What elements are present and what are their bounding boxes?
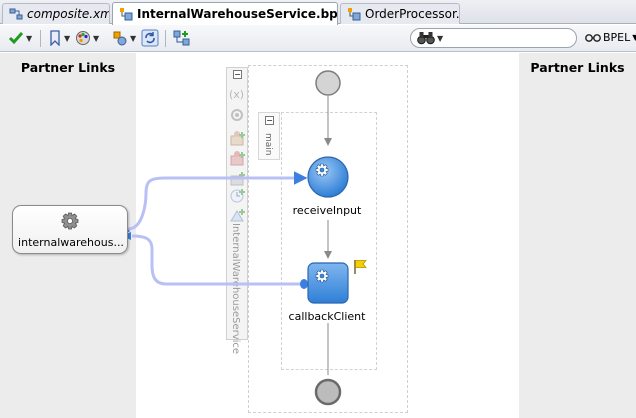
main-sequence-frame (281, 112, 377, 370)
deploy-icon (173, 30, 190, 46)
view-label: BPEL (603, 31, 631, 44)
refresh-icon (141, 29, 159, 47)
collapse-scope-icon[interactable]: − (233, 70, 242, 79)
bookmark-button[interactable]: ▼ (48, 28, 70, 48)
editor-tab-bar: composite.xml InternalWarehouseService.b… (0, 0, 636, 25)
gears-icon (61, 212, 79, 230)
right-partner-links-lane: Partner Links (519, 53, 636, 418)
svg-text:(x): (x) (229, 88, 244, 101)
tab-label: composite.xml (27, 7, 110, 21)
chevron-down-icon: ▼ (632, 33, 636, 42)
chevron-down-icon[interactable]: ▼ (26, 33, 33, 43)
search-options-button[interactable]: ▼ (417, 28, 443, 48)
glasses-icon (585, 33, 601, 42)
bpel-view-selector[interactable]: BPEL ▼ (585, 31, 636, 44)
tab-composite-xml[interactable]: composite.xml (2, 3, 110, 24)
tab-internal-warehouse-service[interactable]: InternalWarehouseService.bpel ✕ (112, 2, 338, 25)
binoculars-icon (417, 32, 435, 45)
lane-title: Partner Links (530, 60, 625, 75)
toolbar-separator (40, 30, 41, 47)
deploy-button[interactable] (173, 28, 191, 48)
gear-icon (315, 163, 329, 177)
tab-order-processor[interactable]: OrderProcessor.bpel (340, 3, 460, 24)
palette-icon (76, 31, 90, 45)
toolbar-separator (165, 30, 166, 47)
correlation-set-icon (231, 109, 243, 121)
receive-activity[interactable] (306, 155, 350, 199)
sequence-header-tab (258, 112, 280, 160)
chevron-down-icon[interactable]: ▼ (93, 33, 100, 43)
composite-file-icon (9, 8, 23, 20)
invoke-activity[interactable] (306, 261, 350, 305)
collapse-sequence-icon[interactable]: − (265, 116, 274, 125)
receive-activity-label: receiveInput (292, 204, 362, 217)
checkmark-icon (8, 32, 24, 45)
flag-icon (354, 260, 367, 274)
editor-toolbar: ▼ ▼ ▼ ▼ (0, 25, 636, 52)
process-end-node[interactable] (314, 378, 342, 406)
tab-label: InternalWarehouseService.bpel (137, 7, 338, 21)
bpel-file-icon (120, 8, 133, 21)
callback-wire (131, 234, 303, 286)
refresh-button[interactable] (141, 28, 159, 48)
partner-link-internalwarehouse[interactable]: internalwarehous... (12, 205, 128, 254)
tab-label: OrderProcessor.bpel (365, 7, 460, 21)
process-start-node[interactable] (314, 69, 342, 97)
bookmark-icon (50, 30, 60, 46)
bpel-design-canvas[interactable]: Partner Links Partner Links − (x) (0, 53, 636, 418)
search-input[interactable] (444, 30, 572, 46)
chevron-down-icon[interactable]: ▼ (64, 33, 71, 43)
scope-tool-icons: (x) (229, 88, 245, 222)
bpel-file-icon (348, 8, 361, 21)
shapes-icon (113, 31, 127, 46)
lane-title: Partner Links (20, 60, 116, 75)
gear-icon (315, 269, 329, 283)
invoke-activity-label: callbackClient (288, 310, 366, 323)
process-frame (248, 65, 408, 413)
layout-button[interactable]: ▼ (112, 28, 136, 48)
chevron-down-icon[interactable]: ▼ (130, 33, 137, 43)
chevron-down-icon[interactable]: ▼ (437, 33, 444, 43)
sequence-name-label: main (263, 133, 273, 156)
partner-link-label: internalwarehous... (18, 236, 124, 249)
scope-name-label: InternalWarehouseService (230, 223, 241, 355)
receive-wire (127, 176, 303, 231)
validate-button[interactable]: ▼ (8, 28, 32, 48)
palette-button[interactable]: ▼ (75, 28, 99, 48)
